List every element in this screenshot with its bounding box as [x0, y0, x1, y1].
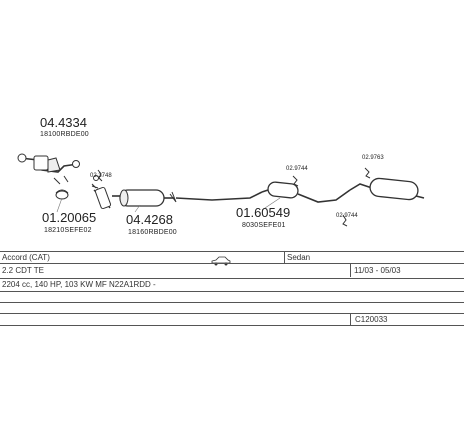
divider: [0, 263, 464, 264]
rear-silencer-part[interactable]: [349, 177, 425, 201]
divider: [0, 291, 464, 292]
engine-spec: 2204 cc, 140 HP, 103 KW MF N22A1RDD -: [2, 280, 156, 289]
part-ref: 18100RBDE00: [40, 131, 89, 138]
divider: [350, 263, 351, 277]
car-icon: [210, 253, 232, 271]
middle-silencer-part[interactable]: [261, 181, 351, 203]
production-years: 11/03 - 05/03: [354, 266, 401, 275]
catalytic-converter-part[interactable]: [112, 189, 177, 207]
part-code: 04.4268: [126, 212, 173, 227]
divider: [0, 278, 464, 279]
divider: [0, 251, 464, 252]
hanger-part[interactable]: [97, 167, 371, 227]
divider: [0, 313, 464, 314]
divider: [350, 313, 351, 325]
variant: 2.2 CDT TE: [2, 266, 44, 275]
part-code: 04.4334: [40, 115, 87, 130]
part-code: 01.60549: [236, 205, 291, 220]
part-ref: 8030SEFE01: [242, 222, 286, 229]
clamp-code: 02.3748: [90, 173, 112, 179]
catalog-code: C120033: [355, 315, 388, 324]
divider: [284, 251, 285, 263]
front-pipe-part[interactable]: [17, 153, 80, 185]
part-code: 01.20065: [42, 210, 97, 225]
vehicle-model: Accord (CAT): [2, 253, 50, 262]
gasket-part[interactable]: [55, 189, 69, 200]
middle-pipe-part[interactable]: [175, 191, 263, 201]
part-ref: 18210SEFE02: [44, 227, 92, 234]
clamp-code: 02.9763: [362, 155, 384, 161]
clamp-code: 02.9744: [336, 213, 358, 219]
divider: [0, 302, 464, 303]
part-ref: 18160RBDE00: [128, 229, 177, 236]
clamp-code: 02.9744: [286, 166, 308, 172]
body-type: Sedan: [287, 253, 311, 262]
divider: [0, 325, 464, 326]
